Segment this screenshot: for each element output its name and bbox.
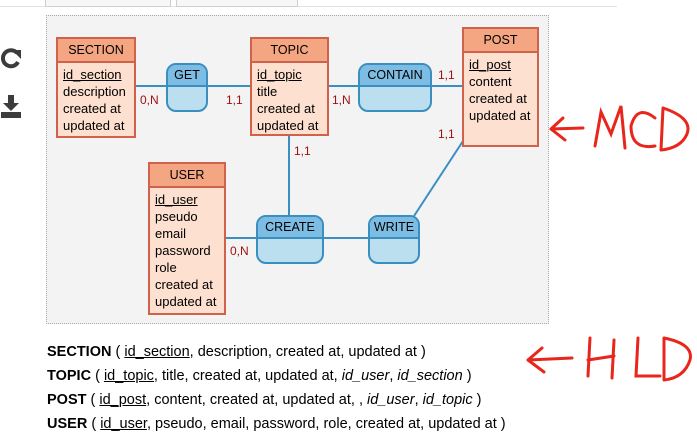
cardinality: 0,N <box>230 244 249 258</box>
entity-post[interactable]: POST id_post content created at updated … <box>462 27 539 147</box>
cardinality: 1,N <box>332 93 351 107</box>
cardinality: 1,1 <box>438 68 455 82</box>
entity-attr: password <box>155 243 211 258</box>
mld-annotation <box>526 336 692 382</box>
entity-attr: title <box>257 84 278 99</box>
association-create[interactable]: CREATE <box>256 215 324 264</box>
mld-row-user: USER ( id_user, pseudo, email, password,… <box>47 415 506 433</box>
entity-key: id_topic <box>257 67 302 82</box>
mld-foreign-key: id_section <box>397 368 463 384</box>
entity-attr: pseudo <box>155 209 198 224</box>
mld-table-name: SECTION <box>47 344 112 360</box>
mld-separator: , <box>389 368 398 384</box>
tab[interactable] <box>45 0 171 7</box>
diagram-links <box>135 85 464 239</box>
mld-row-topic: TOPIC ( id_topic, title, created at, upd… <box>47 367 472 385</box>
download-icon[interactable] <box>0 93 22 121</box>
association-write[interactable]: WRITE <box>368 215 420 264</box>
entity-attr: email <box>155 226 187 241</box>
top-strip <box>0 0 617 7</box>
mld-paren: ( <box>86 392 100 408</box>
mld-key: id_section <box>124 344 190 360</box>
mld-row-post: POST ( id_post, content, created at, upd… <box>47 391 481 409</box>
entity-title: SECTION <box>58 39 134 63</box>
entity-attr: role <box>155 260 177 275</box>
mld-row-section: SECTION ( id_section, description, creat… <box>47 343 426 361</box>
entity-attr: created at <box>469 91 527 106</box>
mld-key: id_user <box>100 416 147 432</box>
association-get[interactable]: GET <box>166 63 208 112</box>
mld-table-name: TOPIC <box>47 368 92 384</box>
mld-foreign-key: id_user <box>341 368 390 384</box>
tab[interactable] <box>176 0 298 7</box>
entity-key: id_section <box>63 67 122 82</box>
mld-paren: ) <box>462 368 472 384</box>
entity-attr: updated at <box>63 118 125 133</box>
mld-paren: ( <box>87 416 101 432</box>
mld-paren: ( <box>111 344 125 360</box>
mld-paren: ) <box>496 416 506 432</box>
association-title: WRITE <box>370 217 418 239</box>
entity-attr: created at <box>257 101 315 116</box>
mld-attrs: , content, created at, updated at, , <box>146 392 368 408</box>
entity-attr: updated at <box>469 108 531 123</box>
mld-foreign-key: id_user <box>367 392 415 408</box>
mld-foreign-key: id_topic <box>422 392 473 408</box>
mld-key: id_post <box>99 392 147 408</box>
refresh-icon[interactable] <box>0 44 22 72</box>
mcd-annotation <box>549 105 690 152</box>
association-contain[interactable]: CONTAIN <box>358 63 432 112</box>
entity-title: USER <box>150 164 224 188</box>
mld-paren: ) <box>472 392 482 408</box>
cardinality: 1,1 <box>438 127 455 141</box>
mld-attrs: , title, created at, updated at, <box>153 368 342 384</box>
entity-user[interactable]: USER id_user pseudo email password role … <box>148 162 226 315</box>
entity-key: id_post <box>469 57 511 72</box>
entity-attr: updated at <box>155 294 217 309</box>
entity-attr: created at <box>155 277 213 292</box>
mld-separator: , <box>414 392 423 408</box>
entity-attr: updated at <box>257 118 319 133</box>
entity-topic[interactable]: TOPIC id_topic title created at updated … <box>250 37 329 136</box>
mld-attrs: , pseudo, email, password, role, created… <box>146 416 497 432</box>
entity-key: id_user <box>155 192 198 207</box>
entity-attr: content <box>469 74 512 89</box>
entity-section[interactable]: SECTION id_section description created a… <box>56 37 136 138</box>
cardinality: 0,N <box>140 93 159 107</box>
entity-title: POST <box>464 29 537 53</box>
association-title: CONTAIN <box>360 65 430 87</box>
association-title: GET <box>168 65 206 87</box>
entity-title: TOPIC <box>252 39 327 63</box>
mld-table-name: POST <box>47 392 87 408</box>
association-title: CREATE <box>258 217 322 239</box>
mld-attrs: , description, created at, updated at <box>189 344 417 360</box>
cardinality: 1,1 <box>226 93 243 107</box>
mld-table-name: USER <box>47 416 88 432</box>
mld-key: id_topic <box>103 368 154 384</box>
mcd-canvas[interactable]: SECTION id_section description created a… <box>46 15 549 324</box>
entity-attr: created at <box>63 101 121 116</box>
cardinality: 1,1 <box>294 144 311 158</box>
entity-attr: description <box>63 84 126 99</box>
mld-paren: ( <box>91 368 104 384</box>
mld-paren: ) <box>416 344 426 360</box>
